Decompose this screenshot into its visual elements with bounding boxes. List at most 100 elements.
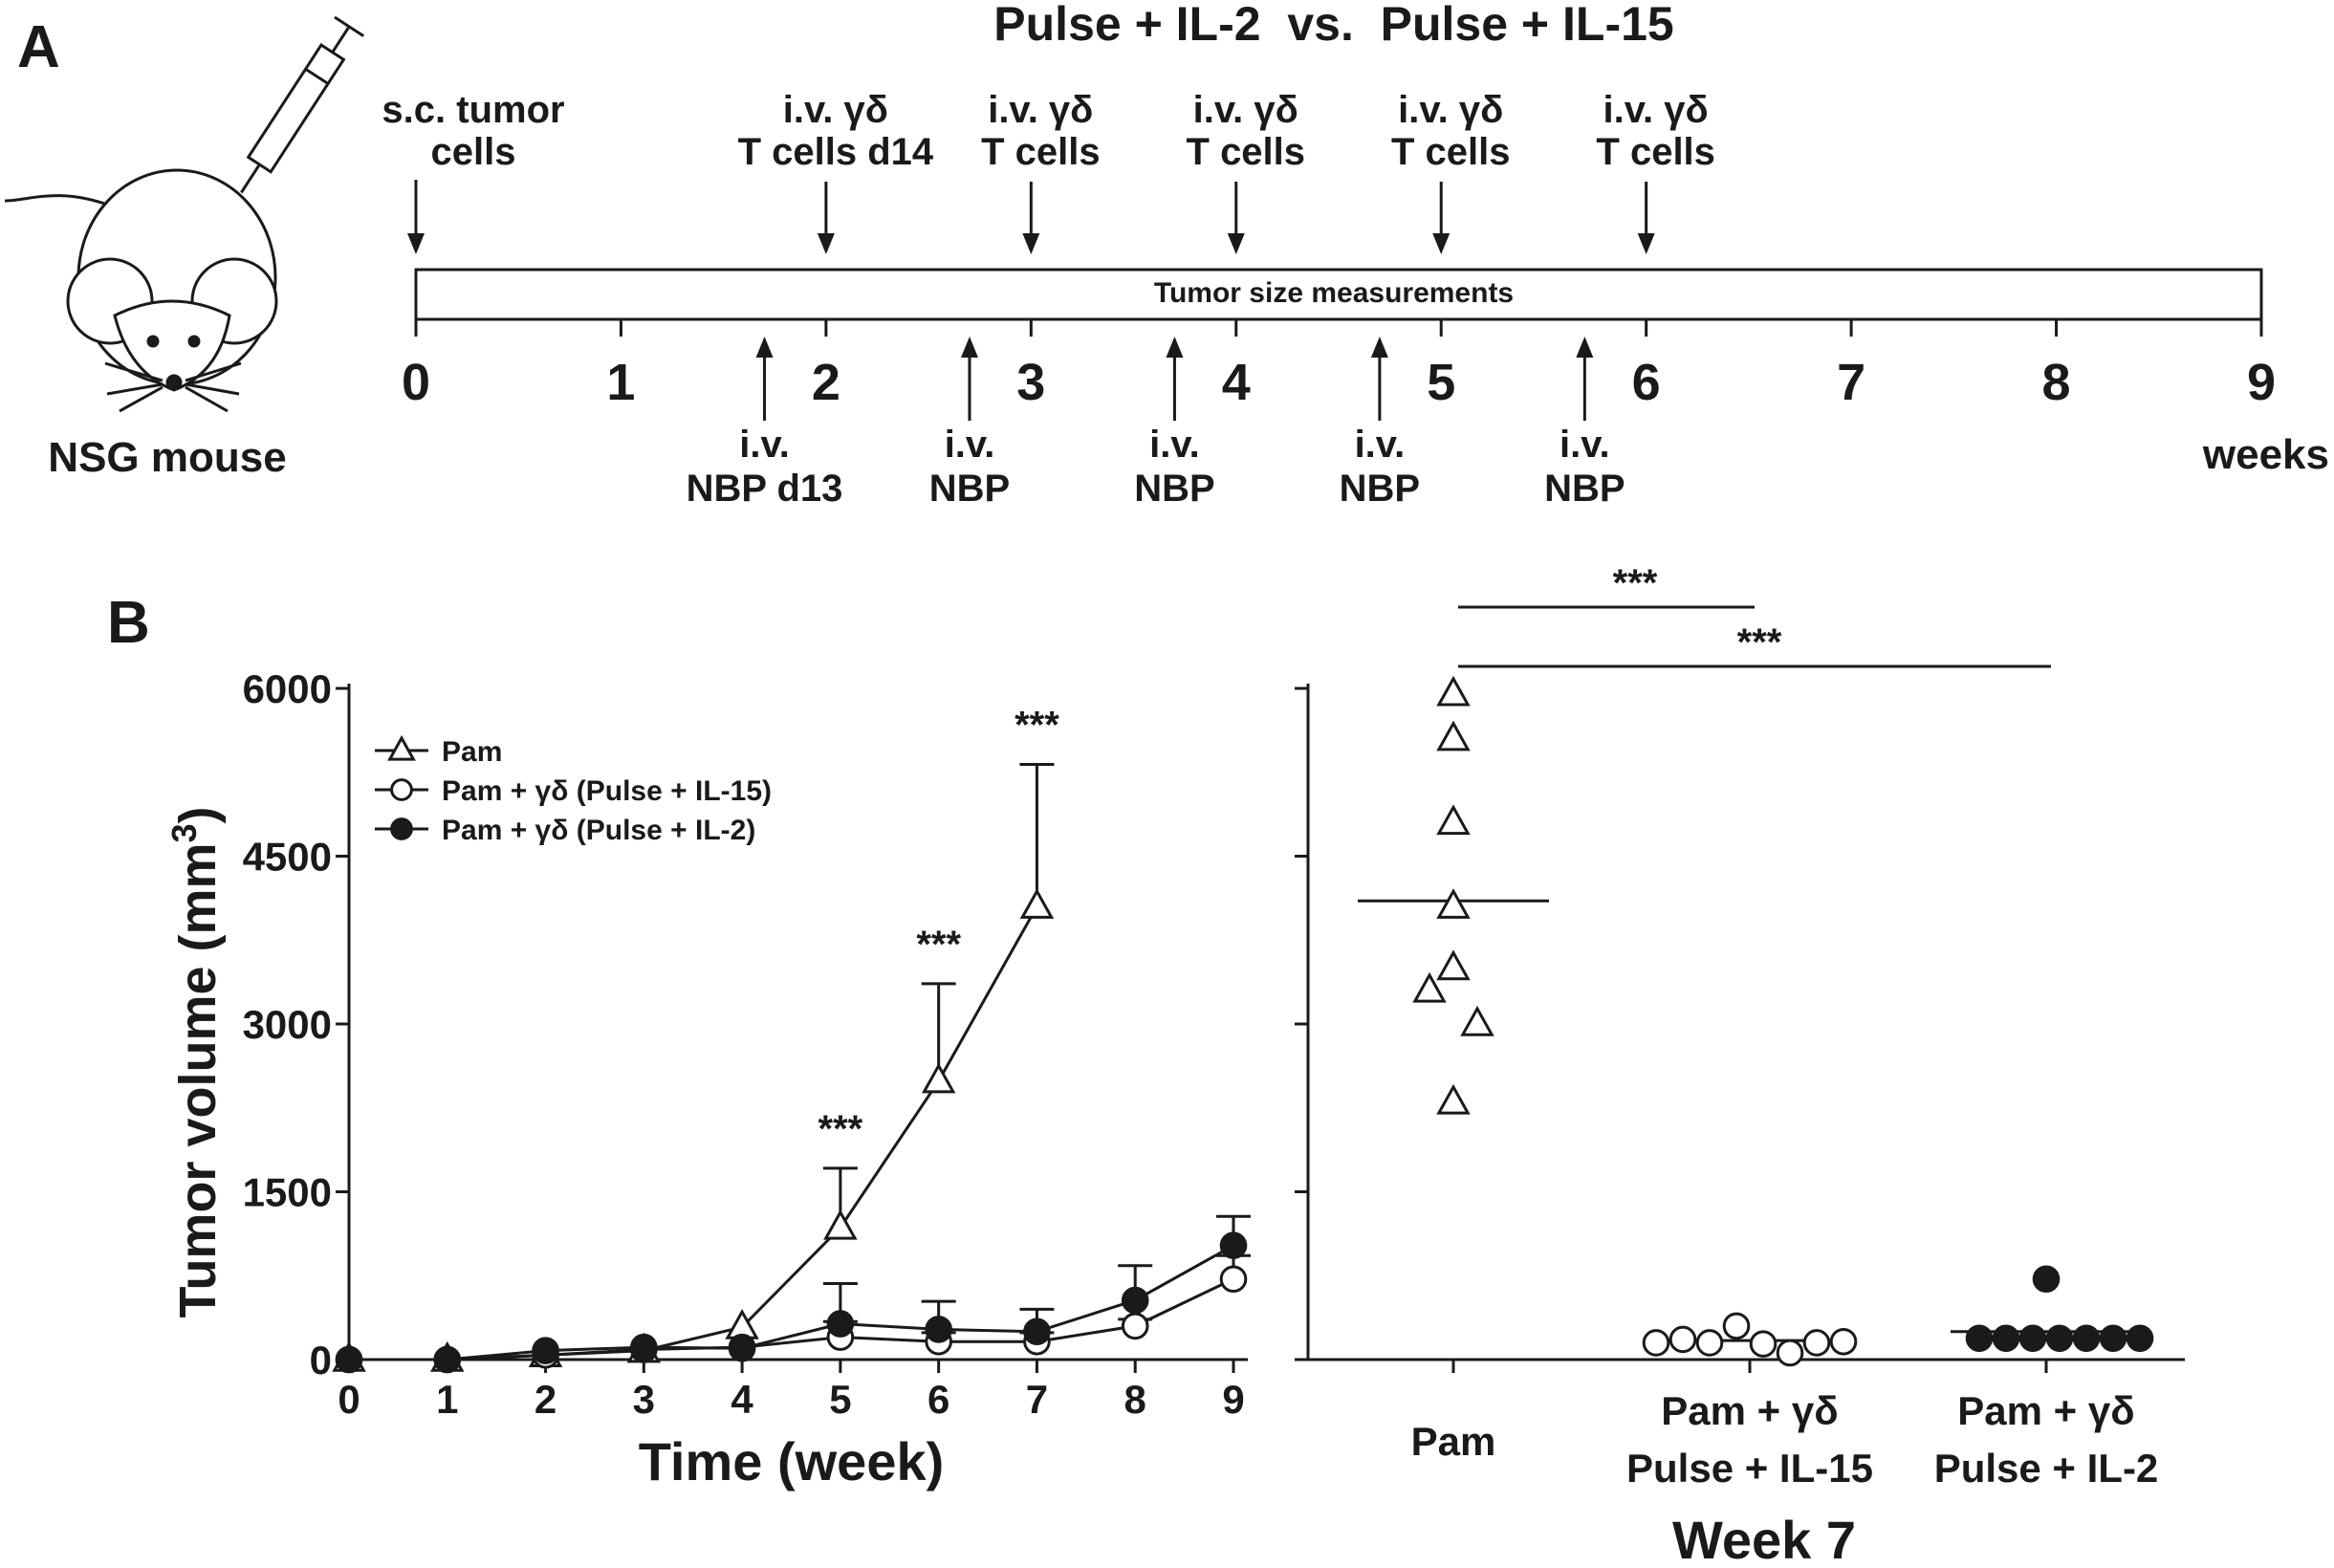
timeline-tick-label: 9 — [2247, 354, 2276, 411]
series-marker — [826, 1310, 855, 1338]
significance-label: *** — [916, 924, 961, 966]
bottom-event-line2: NBP d13 — [687, 468, 843, 510]
panel-b-label: B — [107, 590, 150, 656]
top-event-line2: T cells — [1391, 131, 1511, 173]
top-event-line1: s.c. tumor — [382, 89, 564, 131]
top-event-arrow-head — [817, 233, 835, 254]
data-point — [1776, 1339, 1804, 1367]
y-tick-label: 6000 — [243, 666, 332, 711]
timeline-tick-label: 6 — [1632, 354, 1661, 411]
x-tick-label: 1 — [436, 1377, 458, 1422]
x-tick-label: 8 — [1124, 1377, 1146, 1422]
timeline-tick-label: 1 — [606, 354, 635, 411]
series-line — [349, 1277, 1234, 1361]
bottom-event-line1: i.v. — [945, 424, 995, 466]
comparison-label: *** — [1613, 562, 1658, 604]
category-label: Pam — [1411, 1419, 1496, 1464]
x-tick-label: 6 — [927, 1377, 949, 1422]
measurement-bar — [414, 268, 2263, 321]
top-event-line2: cells — [431, 131, 516, 173]
data-point — [2072, 1324, 2101, 1353]
category-label: Pulse + IL-2 — [1934, 1446, 2159, 1491]
y-tick-label: 0 — [310, 1338, 332, 1383]
legend-marker — [387, 734, 416, 761]
top-event-line1: i.v. γδ — [1193, 89, 1298, 131]
top-event-line1: i.v. γδ — [1398, 89, 1503, 131]
top-event-arrow-head — [1637, 233, 1655, 254]
data-point — [1829, 1327, 1858, 1356]
data-point — [1460, 1005, 1494, 1036]
data-point — [2018, 1324, 2047, 1353]
series-marker — [1219, 1231, 1248, 1259]
mouse-with-syringe-icon — [4, 15, 365, 413]
top-event-line2: T cells — [1596, 131, 1715, 173]
legend-marker — [390, 817, 413, 840]
legend-marker — [390, 778, 413, 801]
timeline-tick-label: 7 — [1837, 354, 1865, 411]
bottom-event-arrow-head — [961, 337, 978, 358]
series-line — [349, 905, 1038, 1361]
y-axis-label-main: Tumor volume (mm — [169, 842, 227, 1318]
timeline-tick-label: 0 — [402, 354, 430, 411]
series-marker — [433, 1345, 462, 1374]
timeline-tick-label: 4 — [1222, 354, 1251, 411]
x-axis-label: Time (week) — [639, 1431, 945, 1492]
panel-a-title: Pulse + IL-2 vs. Pulse + IL-15 — [993, 0, 1673, 51]
bottom-event-arrow-head — [1166, 337, 1184, 358]
category-label: Pam + γδ — [1661, 1388, 1838, 1433]
x-tick-label: 4 — [731, 1377, 753, 1422]
significance-label: *** — [818, 1108, 863, 1150]
y-tick-label: 3000 — [243, 1002, 332, 1047]
series-marker — [1121, 1312, 1149, 1340]
series-marker — [1121, 1286, 1149, 1315]
series-marker — [1219, 1265, 1248, 1294]
bottom-event-arrow-head — [1370, 337, 1388, 358]
series-marker — [728, 1335, 756, 1362]
series-line — [349, 1244, 1234, 1361]
data-point — [1669, 1325, 1697, 1354]
panel-a-label: A — [17, 14, 60, 80]
data-point — [2126, 1324, 2154, 1353]
bottom-event-arrow-head — [1576, 337, 1594, 358]
top-event-line1: i.v. γδ — [1603, 89, 1709, 131]
x-tick-label: 5 — [829, 1377, 851, 1422]
y-axis-label-sup: 3 — [164, 823, 204, 842]
series-marker — [1019, 888, 1055, 919]
top-event-arrow-head — [407, 233, 425, 254]
data-point — [1695, 1329, 1724, 1357]
y-tick-label: 4500 — [243, 835, 332, 880]
bottom-event-arrow-head — [755, 337, 774, 358]
data-point — [1436, 720, 1471, 751]
series-marker — [823, 1209, 858, 1240]
series-marker — [630, 1333, 658, 1361]
data-point — [1436, 888, 1471, 919]
bottom-event-line1: i.v. — [1355, 424, 1406, 466]
comparison-label: *** — [1737, 621, 1782, 664]
legend-label: Pam + γδ (Pulse + IL-2) — [442, 815, 755, 846]
measurement-bar-label: Tumor size measurements — [1154, 277, 1514, 309]
legend-label: Pam + γδ (Pulse + IL-15) — [442, 775, 772, 807]
data-point — [1722, 1312, 1751, 1340]
legend-label: Pam — [442, 736, 502, 768]
top-event-line2: T cells — [1187, 131, 1306, 173]
bottom-event-line2: NBP — [1340, 468, 1420, 510]
data-point — [1436, 675, 1471, 707]
top-event-line2: T cells d14 — [738, 131, 934, 173]
data-point — [1412, 971, 1447, 1003]
data-point — [1749, 1330, 1778, 1358]
data-point — [2045, 1324, 2074, 1353]
data-point — [2032, 1265, 2061, 1294]
y-tick-label: 1500 — [243, 1170, 332, 1215]
significance-label: *** — [1014, 705, 1059, 747]
data-point — [2099, 1324, 2127, 1353]
data-point — [1802, 1329, 1831, 1357]
data-point — [1642, 1329, 1670, 1357]
top-event-line2: T cells — [981, 131, 1101, 173]
weeks-unit-label: weeks — [2202, 431, 2329, 478]
data-point — [1436, 949, 1471, 981]
data-point — [1436, 1083, 1471, 1115]
